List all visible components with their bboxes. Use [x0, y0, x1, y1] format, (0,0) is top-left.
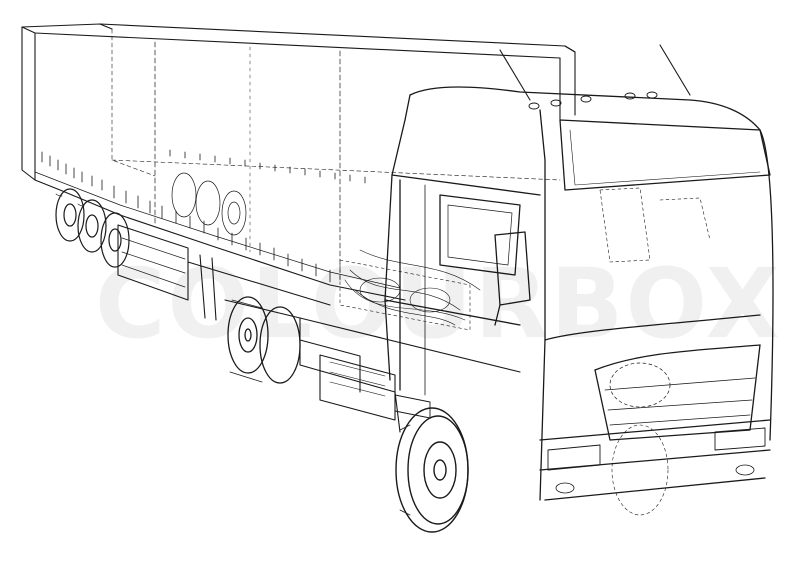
- tractor-rear-wheels: [227, 296, 301, 384]
- hidden-wheel: [611, 424, 669, 516]
- chassis: [224, 249, 521, 433]
- trailer-wheels: [55, 188, 130, 268]
- trailer: [21, 23, 576, 321]
- front-wheel: [395, 407, 469, 533]
- cab: [384, 44, 774, 501]
